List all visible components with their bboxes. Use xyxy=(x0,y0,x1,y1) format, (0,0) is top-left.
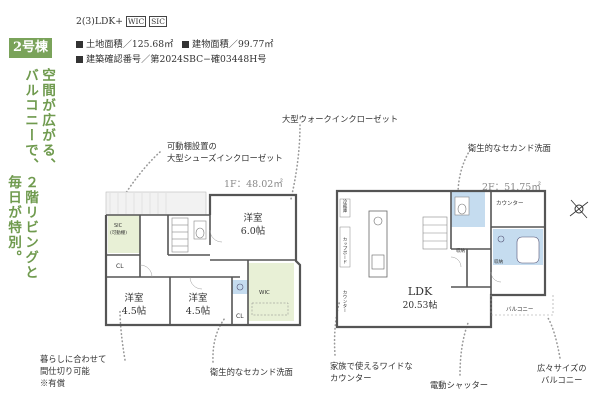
counter-small-label: カウンター xyxy=(342,290,347,313)
sic-label: SIC xyxy=(114,223,123,229)
callout-second-sink-1f: 衛生的なセカンド洗面 xyxy=(210,367,293,377)
wic-tag: WIC xyxy=(125,16,147,27)
square-bullet-icon xyxy=(182,40,190,48)
building-area: 建物面積／99.77㎡ xyxy=(192,39,274,50)
wic-label: WIC xyxy=(259,290,270,296)
callout-shoes-closet: 可動棚設置の 大型シューズインクローゼット xyxy=(167,141,283,163)
square-bullet-icon xyxy=(76,55,83,63)
callout-counter: 家族で使えるワイドな カウンター xyxy=(330,361,413,383)
confirmation-number: 建築確認番号／第2024SBC−確03448H号 xyxy=(86,54,267,65)
confirmation-row: 建築確認番号／第2024SBC−確03448H号 xyxy=(76,51,266,65)
room-ldk: LDK 20.53帖 xyxy=(402,285,438,311)
catch-copy-col2: ２階リビングと xyxy=(22,175,38,280)
callout-shutter: 電動シャッター xyxy=(430,380,489,390)
storage-label-2: 収納 xyxy=(494,260,503,265)
building-badge: 2号棟 xyxy=(9,38,52,58)
sic-tag: SIC xyxy=(149,16,167,27)
storage-label-1: 収納 xyxy=(456,249,465,254)
land-area: 土地面積／125.68㎡ xyxy=(86,39,174,50)
cl-label-right: CL xyxy=(236,313,244,320)
catch-copy-col4: 毎日が特別。 xyxy=(5,175,21,265)
cl-label-left: CL xyxy=(116,263,124,270)
floor1-label: 1F：48.02㎡ xyxy=(224,179,283,190)
layout-title: 2(3)LDK+ WIC SIC xyxy=(76,16,167,27)
callout-walkin-closet: 大型ウォークインクローゼット xyxy=(282,114,399,124)
counter-label: カウンター xyxy=(496,201,524,207)
catch-copy-col1: 空間が広がる、 xyxy=(39,68,55,173)
area-row: 土地面積／125.68㎡ 建物面積／99.77㎡ xyxy=(76,36,273,50)
compass-icon xyxy=(569,199,589,219)
callout-partition: 暮らしに合わせて 間仕切り可能 ※有償 xyxy=(40,354,107,388)
balcony-label: バルコニー xyxy=(506,307,534,313)
floor2-label: 2F：51.75㎡ xyxy=(482,182,541,193)
refrigerator-label: 冷蔵庫 xyxy=(342,199,347,213)
catch-copy-col3: バルコニーで、 xyxy=(22,68,38,173)
layout-main: 2(3)LDK+ xyxy=(76,16,123,27)
floor1-plan xyxy=(104,191,302,327)
square-bullet-icon xyxy=(76,40,83,48)
sic-note: (可動棚) xyxy=(110,231,128,236)
callout-balcony: 広々サイズの バルコニー xyxy=(537,363,587,385)
floor2-plan xyxy=(335,189,554,329)
cupboard-label: カップボード xyxy=(342,237,347,264)
callout-second-sink-2f: 衛生的なセカンド洗面 xyxy=(468,143,551,153)
